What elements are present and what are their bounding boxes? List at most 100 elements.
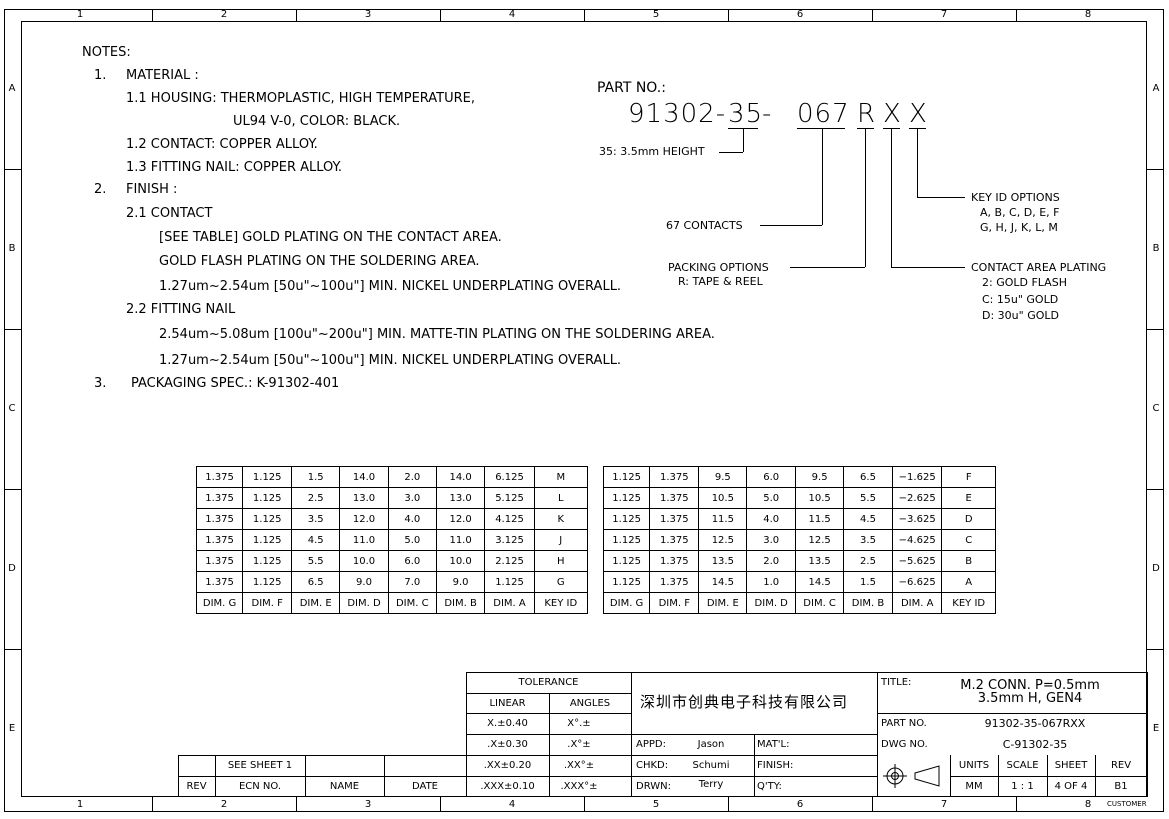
table-cell: 3.5 (843, 529, 893, 551)
plating-title: CONTACT AREA PLATING (971, 261, 1107, 274)
table-cell: 1.375 (195, 466, 244, 488)
note-number: 1. (94, 68, 107, 83)
note-line: 1.1 HOUSING: THERMOPLASTIC, HIGH TEMPERA… (126, 91, 476, 106)
table-cell: 3.0 (746, 529, 797, 551)
angle-value: X°.± (567, 718, 591, 729)
table-cell: 4.5 (291, 529, 341, 551)
table-cell: −3.625 (891, 508, 943, 530)
table-cell: 1.375 (195, 529, 244, 551)
rev-line (305, 755, 306, 797)
table-cell: 4.5 (843, 508, 893, 530)
rev-label: REV (1110, 760, 1132, 771)
note-line: UL94 V-0, COLOR: BLACK. (233, 114, 401, 129)
col-label: 3 (364, 799, 372, 810)
dwg-number: C-91302-35 (1002, 738, 1068, 751)
sheet-label: SHEET (1054, 760, 1088, 771)
note-line: 2.54um~5.08um [100u"~200u"] MIN. MATTE-T… (159, 327, 715, 342)
col-tick (584, 797, 585, 812)
row-tick (1147, 649, 1164, 650)
row-label: D (1152, 563, 1160, 574)
table-cell: 1.125 (484, 571, 535, 593)
table-cell: 1.125 (242, 487, 293, 509)
row-label: A (8, 83, 16, 94)
table-cell: KEY ID (533, 592, 589, 614)
note-line: 1.2 CONTACT: COPPER ALLOY. (126, 137, 318, 152)
col-label: 4 (508, 9, 516, 20)
title-label: TITLE: (881, 677, 912, 688)
col-label: 2 (220, 799, 228, 810)
row-tick (4, 329, 21, 330)
rev-header: REV (186, 781, 207, 792)
part-no-key: X (909, 99, 928, 129)
table-cell: 7.0 (387, 571, 437, 593)
table-cell: 5.5 (291, 550, 341, 572)
table-cell: DIM. B (435, 592, 486, 614)
table-cell: 3.5 (291, 508, 341, 530)
angles-header: ANGLES (569, 698, 611, 709)
col-label: 1 (76, 799, 84, 810)
row-tick (4, 489, 21, 490)
contacts-note: 67 CONTACTS (666, 219, 743, 232)
note-line: 1.27um~2.54um [50u"~100u"] MIN. NICKEL U… (159, 279, 622, 294)
row-label: A (1152, 83, 1160, 94)
table-cell: 2.0 (746, 550, 797, 572)
key-options: A, B, C, D, E, F (980, 206, 1060, 219)
table-cell: 10.0 (435, 550, 486, 572)
table-cell: 13.0 (435, 487, 486, 509)
part-no-packing: R (857, 99, 877, 129)
material-label: MAT'L: (757, 739, 790, 750)
key-options: G, H, J, K, L, M (980, 221, 1058, 234)
row-label: C (8, 403, 16, 414)
inner-border (21, 21, 1147, 797)
scale-label: SCALE (1006, 760, 1039, 771)
leader-line (760, 225, 822, 226)
col-tick (152, 797, 153, 812)
note-line: [SEE TABLE] GOLD PLATING ON THE CONTACT … (159, 230, 502, 245)
table-cell: 13.0 (339, 487, 389, 509)
table-cell: 12.5 (698, 529, 748, 551)
drawing-title: M.2 CONN. P=0.5mm (960, 678, 1100, 693)
col-tick (1016, 9, 1017, 21)
packing-title: PACKING OPTIONS (668, 261, 769, 274)
table-cell: 10.5 (698, 487, 748, 509)
table-cell: 2.5 (843, 550, 893, 572)
col-label: 7 (940, 799, 948, 810)
table-cell: 10.0 (339, 550, 389, 572)
key-title: KEY ID OPTIONS (971, 191, 1060, 204)
col-label: 5 (652, 9, 660, 20)
row-label: D (8, 563, 16, 574)
leader-line (743, 128, 744, 152)
row-tick (1147, 329, 1164, 330)
table-cell: DIM. A (891, 592, 943, 614)
part-no-height: 35 (728, 99, 764, 129)
table-cell: 1.375 (649, 550, 700, 572)
table-cell: −2.625 (891, 487, 943, 509)
col-tick (296, 9, 297, 21)
leader-line (865, 128, 866, 267)
table-cell: 11.0 (435, 529, 486, 551)
leader-line (822, 128, 823, 225)
table-cell: DIM. C (387, 592, 437, 614)
rev-line (178, 776, 466, 777)
ecn-header: ECN NO. (238, 781, 282, 792)
table-cell: 9.0 (435, 571, 486, 593)
col-tick (440, 797, 441, 812)
table-cell: DIM. D (339, 592, 389, 614)
col-tick (872, 9, 873, 21)
table-cell: 11.0 (339, 529, 389, 551)
col-label: 7 (940, 9, 948, 20)
note-number: 2. (94, 182, 107, 197)
col-tick (728, 797, 729, 812)
row-label: E (1152, 723, 1160, 734)
table-cell: 1.0 (746, 571, 797, 593)
leader-line (790, 267, 865, 268)
table-cell: 6.0 (746, 466, 797, 488)
